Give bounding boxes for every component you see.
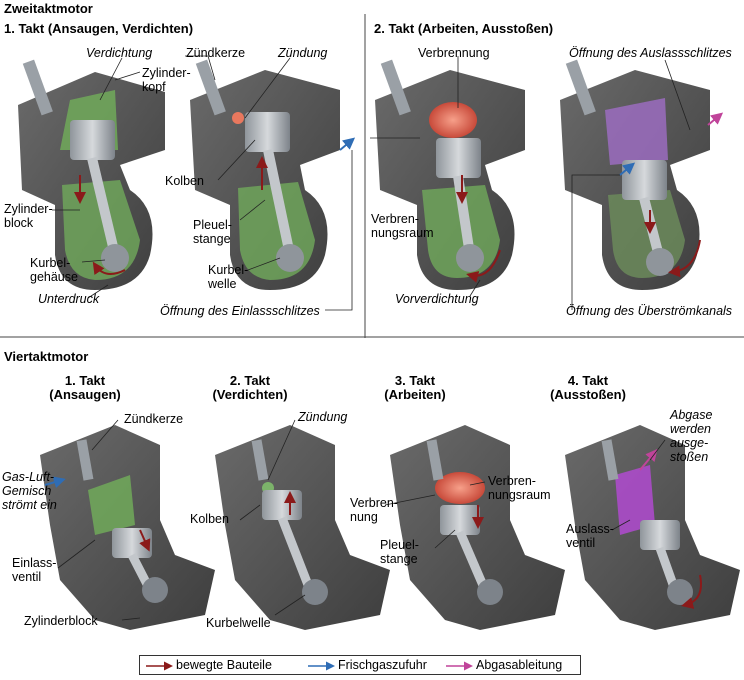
- four-stroke-engine-3: [390, 425, 565, 630]
- four-stroke-engine-1: [40, 425, 215, 630]
- label-abgase: Abgase werden ausge- stoßen: [670, 408, 713, 464]
- legend-exhaust-arrow-icon: [446, 661, 473, 671]
- legend: bewegte Bauteile Frischgaszufuhr Abgasab…: [139, 655, 581, 675]
- four-stroke-takt3-heading: 3. Takt (Arbeiten): [384, 373, 446, 402]
- label-verbrennungsraum-4t: Verbren- nungsraum: [488, 474, 551, 502]
- label-verdichtung: Verdichtung: [86, 46, 153, 60]
- label-kolben-2t: Kolben: [165, 174, 204, 188]
- two-stroke-title: Zweitaktmotor: [4, 1, 93, 16]
- label-einlassschlitz: Öffnung des Einlassschlitzes: [160, 304, 320, 318]
- label-einlassventil: Einlass- ventil: [12, 556, 57, 584]
- legend-item-abgasableitung: Abgasableitung: [476, 658, 563, 672]
- frame-lines: [0, 14, 744, 338]
- four-stroke-takt1-heading: 1. Takt (Ansaugen): [49, 373, 121, 402]
- label-kolben-4t: Kolben: [190, 512, 229, 526]
- legend-motion-arrow-icon: [146, 661, 173, 671]
- label-auslassventil: Auslass- ventil: [566, 522, 614, 550]
- label-zuendkerze-2t: Zündkerze: [186, 46, 246, 60]
- label-pleuelstange-2t: Pleuel- stange: [193, 218, 232, 246]
- label-zylinderblock-4t: Zylinderblock: [24, 614, 98, 628]
- two-stroke-engine-1: [18, 59, 165, 290]
- legend-item-frischgaszufuhr: Frischgaszufuhr: [338, 658, 427, 672]
- label-kurbelwelle-4t: Kurbelwelle: [206, 616, 271, 630]
- legend-fresh-gas-arrow-icon: [308, 661, 335, 671]
- label-verbrennung-4t: Verbren- nung: [350, 496, 398, 524]
- two-stroke-takt2-heading: 2. Takt (Arbeiten, Ausstoßen): [374, 21, 554, 36]
- label-unterdruck: Unterdruck: [38, 292, 100, 306]
- label-auslassschlitz: Öffnung des Auslassschlitzes: [569, 46, 732, 60]
- two-stroke-engine-3: [375, 59, 525, 290]
- two-stroke-engine-2: [190, 59, 356, 290]
- label-verbrennungsraum-2t: Verbren- nungsraum: [371, 212, 434, 240]
- label-pleuelstange-4t: Pleuel- stange: [380, 538, 419, 566]
- two-stroke-takt1-heading: 1. Takt (Ansaugen, Verdichten): [4, 21, 194, 36]
- label-zuendung-2t: Zündung: [278, 46, 328, 60]
- label-zylinderblock-2t: Zylinder- block: [4, 202, 53, 230]
- label-kurbelwelle-2t: Kurbel- welle: [208, 263, 249, 291]
- two-stroke-engine-4: [560, 59, 724, 290]
- label-gas-luft-gemisch: Gas-Luft- Gemisch strömt ein: [2, 470, 57, 512]
- four-stroke-takt4-heading: 4. Takt (Ausstoßen): [550, 373, 626, 402]
- label-zuendkerze-4t: Zündkerze: [124, 412, 184, 426]
- label-ueberstroemkanal: Öffnung des Überströmkanals: [566, 304, 733, 318]
- leader-lines: [52, 55, 691, 621]
- label-vorverdichtung: Vorverdichtung: [395, 292, 479, 306]
- four-stroke-title: Viertaktmotor: [4, 349, 89, 364]
- label-verbrennung-2t: Verbrennung: [418, 46, 490, 60]
- label-zylinderkopf: Zylinder- kopf: [142, 66, 191, 94]
- legend-item-bewegte-bauteile: bewegte Bauteile: [176, 658, 272, 672]
- four-stroke-engine-2: [215, 425, 390, 630]
- label-zuendung-4t: Zündung: [298, 410, 348, 424]
- four-stroke-takt2-heading: 2. Takt (Verdichten): [212, 373, 288, 402]
- label-kurbelgehaeuse: Kurbel- gehäuse: [30, 256, 78, 284]
- four-stroke-engine-4: [565, 425, 740, 630]
